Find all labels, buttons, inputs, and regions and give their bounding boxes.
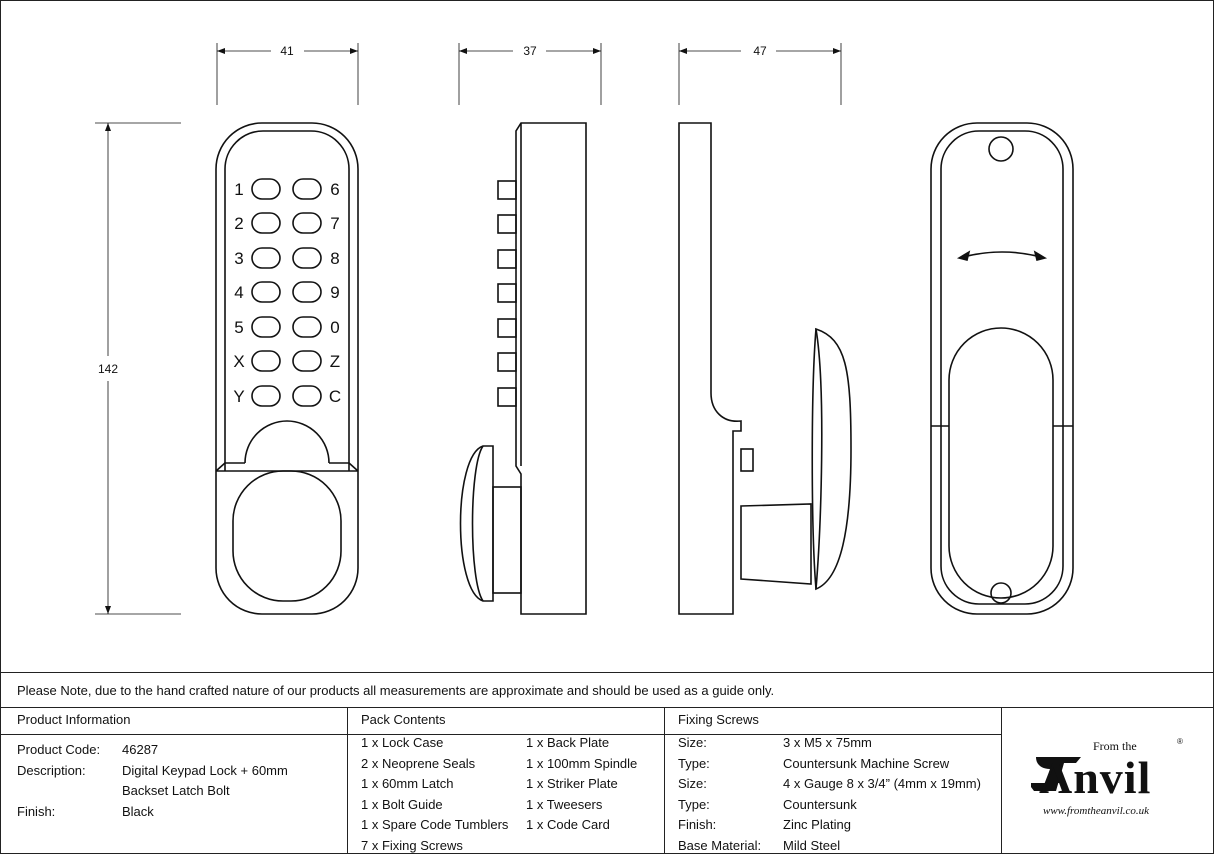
key-button <box>251 316 281 338</box>
logo-registered: ® <box>1177 737 1183 746</box>
screw-label: Type: <box>678 796 710 812</box>
key-label: Z <box>330 352 340 371</box>
key-button <box>292 316 322 338</box>
key-label: X <box>233 352 244 371</box>
dimension-lines <box>95 43 842 615</box>
anvil-icon <box>1031 757 1081 791</box>
side-key <box>497 180 517 200</box>
pack-item: 1 x 60mm Latch <box>361 776 454 791</box>
screw-label: Type: <box>678 755 710 771</box>
pack-item: 1 x Spare Code Tumblers <box>361 817 509 832</box>
key-label: Y <box>233 387 244 406</box>
dim-side-width: 37 <box>523 44 537 58</box>
dim-side2-width: 47 <box>753 44 767 58</box>
product-info-value: Black <box>122 803 154 819</box>
screw-value: Countersunk <box>783 796 857 812</box>
side-key <box>497 283 517 303</box>
key-button <box>251 350 281 372</box>
pack-item: 2 x Neoprene Seals <box>361 755 476 771</box>
product-info-label: Product Code: <box>17 742 101 757</box>
divider <box>1 672 1213 673</box>
side-view <box>459 122 587 615</box>
logo-from-the: From the <box>1093 739 1137 753</box>
logo-url: www.fromtheanvil.co.uk <box>1043 805 1150 817</box>
product-info-value: Digital Keypad Lock + 60mm <box>122 762 288 778</box>
divider <box>347 707 348 853</box>
screw-label: Base Material: <box>678 837 762 853</box>
key-button <box>251 178 281 200</box>
screw-label: Size: <box>678 735 707 750</box>
key-button <box>292 178 322 200</box>
side-key <box>497 214 517 234</box>
pack-item: 1 x Bolt Guide <box>361 796 443 812</box>
dim-height: 142 <box>98 362 118 376</box>
key-button <box>251 247 281 269</box>
key-label: 0 <box>330 318 339 337</box>
screw-value: Countersunk Machine Screw <box>783 755 950 771</box>
logo-name: Anvil <box>1039 752 1152 803</box>
key-button <box>292 350 322 372</box>
from-the-anvil-logo: From the ® Anvil www.fromtheanvil.co.uk <box>1031 737 1191 823</box>
key-button <box>292 281 322 303</box>
pack-item: 1 x Back Plate <box>526 735 610 750</box>
key-label: 4 <box>234 283 243 302</box>
divider <box>664 707 665 853</box>
fixing-screws-heading: Fixing Screws <box>678 712 759 727</box>
pack-item: 1 x Tweesers <box>526 796 603 812</box>
product-info-label: Description: <box>17 762 86 778</box>
product-drawing: 41 37 47 142 1 6 2 7 3 8 4 9 5 0X Z Y C <box>95 43 1074 615</box>
key-button <box>251 385 281 407</box>
side-key <box>497 352 517 372</box>
dim-front-width: 41 <box>280 44 294 58</box>
key-button <box>292 212 322 234</box>
note-text: Please Note, due to the hand crafted nat… <box>17 683 775 698</box>
screw-label: Size: <box>678 776 707 791</box>
key-button <box>251 212 281 234</box>
side-view-lever <box>678 122 852 615</box>
pack-item: 1 x Lock Case <box>361 735 444 750</box>
key-label: 2 <box>234 214 243 233</box>
key-button <box>292 247 322 269</box>
key-label: 6 <box>330 180 339 199</box>
product-info-value: Backset Latch Bolt <box>122 783 230 798</box>
side-key <box>497 249 517 269</box>
product-info-label: Finish: <box>17 803 56 819</box>
screw-value: Mild Steel <box>783 837 841 853</box>
key-label: 3 <box>234 249 243 268</box>
key-label: 7 <box>330 214 339 233</box>
screw-value: 4 x Gauge 8 x 3/4” (4mm x 19mm) <box>783 776 981 791</box>
key-button <box>292 385 322 407</box>
pack-item: 1 x Code Card <box>526 817 610 832</box>
key-button <box>251 281 281 303</box>
side-key <box>497 318 517 338</box>
side-key <box>497 387 517 407</box>
pack-item: 7 x Fixing Screws <box>361 837 463 853</box>
key-label: 8 <box>330 249 339 268</box>
divider <box>1 734 1001 735</box>
screw-value: 3 x M5 x 75mm <box>783 735 872 750</box>
dimension-arrows <box>105 48 841 614</box>
key-label: 1 <box>234 180 243 199</box>
pack-item: 1 x 100mm Spindle <box>526 755 638 771</box>
key-label: C <box>329 387 341 406</box>
divider <box>1 707 1213 708</box>
screw-label: Finish: <box>678 817 717 832</box>
screw-value: Zinc Plating <box>783 817 851 832</box>
key-label: 5 <box>234 318 243 337</box>
back-view <box>930 122 1074 615</box>
product-info-value: 46287 <box>122 742 159 757</box>
product-info-heading: Product Information <box>17 712 131 727</box>
key-label: 9 <box>330 283 339 302</box>
front-view: 1 6 2 7 3 8 4 9 5 0X Z Y C <box>215 122 359 615</box>
pack-contents-heading: Pack Contents <box>361 712 446 727</box>
pack-item: 1 x Striker Plate <box>526 776 618 791</box>
divider <box>1001 707 1002 853</box>
